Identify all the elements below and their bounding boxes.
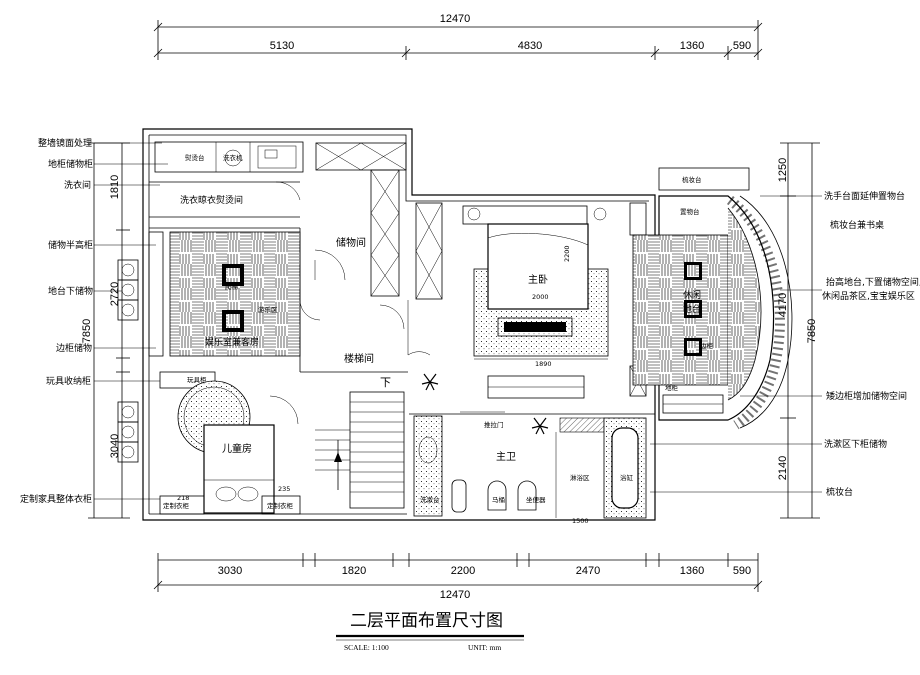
wardrobe-left-label: 定制衣柜 <box>163 501 190 510</box>
scale-text: SCALE: 1:100 <box>344 643 389 652</box>
wc-label: 马桶 <box>492 495 505 504</box>
down-arrow-label: 下 <box>380 377 391 389</box>
callout-tea-area: 休闲品茶区,宝宝娱乐区 <box>822 290 915 302</box>
right-dim-3: 2140 <box>777 456 789 480</box>
callout-vanity: 梳妆台 <box>826 486 853 498</box>
entertainment-room <box>117 227 321 372</box>
bed-length-label: 2200 <box>563 245 571 262</box>
callout-base-cabinet: 地柜储物柜 <box>48 158 93 170</box>
callout-under-platform: 地台下储物 <box>48 285 93 297</box>
makeup-label: 梳妆台 <box>682 175 702 184</box>
bottom-dim-2: 1820 <box>342 565 366 577</box>
top-dim-1: 5130 <box>270 40 294 52</box>
master-bedroom-label: 主卧 <box>528 273 548 286</box>
laundry-room <box>149 141 407 218</box>
master-bath <box>409 373 655 519</box>
callout-half-cabinet: 储物半高柜 <box>48 239 93 251</box>
callout-raised-platform: 抬高地台,下置储物空间, <box>826 276 920 288</box>
washbasin-label: 洗漱台 <box>420 495 440 504</box>
callout-side-cabinet: 边柜储物 <box>56 342 92 354</box>
callout-laundry: 洗衣间 <box>64 179 91 191</box>
storage-room-label: 储物间 <box>336 236 366 249</box>
left-dim-3: 3040 <box>109 434 121 458</box>
dressing-width-label: 1500 <box>572 517 589 525</box>
master-bedroom <box>415 202 647 399</box>
ironing-table-label: 熨烫台 <box>185 153 205 162</box>
cabinet-218-label: 218 <box>177 494 189 502</box>
callout-toy-cabinet: 玩具收纳柜 <box>46 375 91 387</box>
right-dimension-lines <box>780 142 820 519</box>
right-callout-lines <box>650 195 822 493</box>
callout-washing-storage: 洗漱区下柜储物 <box>824 438 887 450</box>
master-bath-label: 主卫 <box>496 451 516 463</box>
right-total-dim: 7850 <box>806 319 818 343</box>
storage-cabinets <box>314 169 405 330</box>
top-dimension-lines <box>153 20 763 60</box>
top-total-dim: 12470 <box>440 13 471 25</box>
bottom-dim-1: 3030 <box>218 565 242 577</box>
shower-label: 淋浴区 <box>570 473 590 482</box>
bottom-dim-3: 2200 <box>451 565 475 577</box>
callout-mirror-wall: 整墙镜面处理 <box>38 137 92 149</box>
play-area-label: 游乐区 <box>258 305 278 314</box>
toilet-label: 坐便器 <box>526 495 546 504</box>
bottom-total-dim: 12470 <box>440 589 471 601</box>
top-dim-2: 4830 <box>518 40 542 52</box>
callout-wardrobe: 定制家具整体衣柜 <box>20 493 92 505</box>
cabinet-235-label: 235 <box>278 485 290 493</box>
left-callout-lines <box>94 142 168 500</box>
bottom-dimension-lines <box>153 553 763 592</box>
wardrobe-right-label: 定制衣柜 <box>267 501 294 510</box>
callout-desk: 梳妆台兼书桌 <box>830 219 884 231</box>
top-dim-4: 590 <box>733 40 751 52</box>
washer-label: 洗衣机 <box>223 153 243 162</box>
kids-room <box>117 371 301 515</box>
bottom-dim-5: 1360 <box>680 565 704 577</box>
drawing-title: 二层平面布置尺寸图 <box>350 611 503 631</box>
leisure-label: 休闲 <box>683 289 701 301</box>
unit-text: UNIT: mm <box>468 643 501 652</box>
bottom-dim-6: 590 <box>733 565 751 577</box>
stairwell-label: 楼梯间 <box>344 352 374 365</box>
stairwell <box>300 300 431 509</box>
bathtub-label: 浴缸 <box>620 473 634 482</box>
sliding-door-label: 推拉门 <box>484 420 504 429</box>
sill-label-2: 地柜 <box>665 383 679 392</box>
laundry-room-label: 洗衣晾衣熨烫间 <box>180 194 243 206</box>
entertainment-room-label: 娱乐室兼客房 <box>205 336 259 348</box>
right-dim-2: 4170 <box>777 293 789 317</box>
left-dim-2: 2720 <box>109 282 121 306</box>
callout-extended-shelf: 洗手台面延伸置物台 <box>824 190 905 202</box>
top-dim-3: 1360 <box>680 40 704 52</box>
leisure-platform <box>632 167 793 430</box>
left-total-dim: 7850 <box>81 319 93 343</box>
callout-low-cabinet: 矮边柜增加储物空间 <box>826 390 907 402</box>
toy-shelf-label: 玩具柜 <box>187 375 207 384</box>
bed-width-label: 2000 <box>532 293 549 301</box>
kids-room-label: 儿童房 <box>222 442 252 455</box>
right-dim-1: 1250 <box>777 158 789 182</box>
shelf-label: 置物台 <box>680 207 700 216</box>
ladder-label: 爬梯 <box>225 282 239 291</box>
sill-label-1: 边柜 <box>700 341 714 350</box>
left-dim-1: 1810 <box>109 175 121 199</box>
bottom-dim-4: 2470 <box>576 565 600 577</box>
tv-width-label: 1890 <box>535 360 552 368</box>
platform-label: 地台 <box>683 303 701 315</box>
